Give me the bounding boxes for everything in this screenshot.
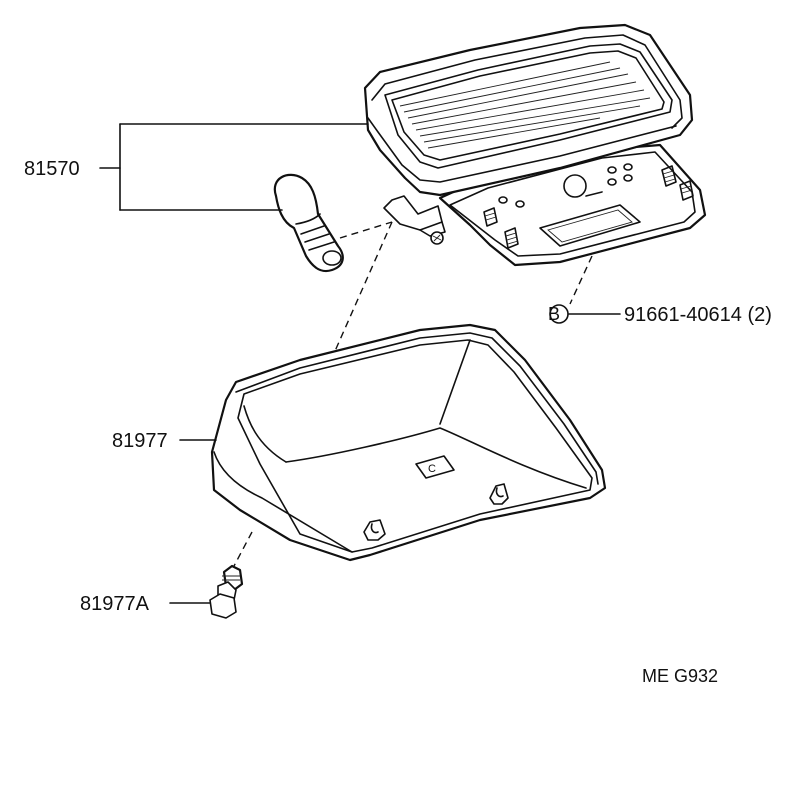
label-81977a: 81977A	[80, 593, 150, 615]
clip-marker: C	[428, 463, 436, 475]
clip-81977a	[209, 564, 244, 619]
label-91661-40614: 91661-40614 (2)	[624, 304, 772, 326]
cover	[210, 323, 607, 562]
leader-screw	[549, 255, 621, 324]
label-81570: 81570	[24, 158, 80, 180]
leader-81570	[99, 123, 369, 211]
drawing-code: ME G932	[642, 666, 718, 686]
lamp-assembly	[363, 23, 707, 267]
screw-marker: B	[548, 304, 560, 324]
clip-assembly-line	[233, 531, 253, 567]
bulb	[273, 173, 344, 273]
bulb-assembly-line	[339, 221, 393, 239]
label-81977: 81977	[112, 430, 168, 452]
